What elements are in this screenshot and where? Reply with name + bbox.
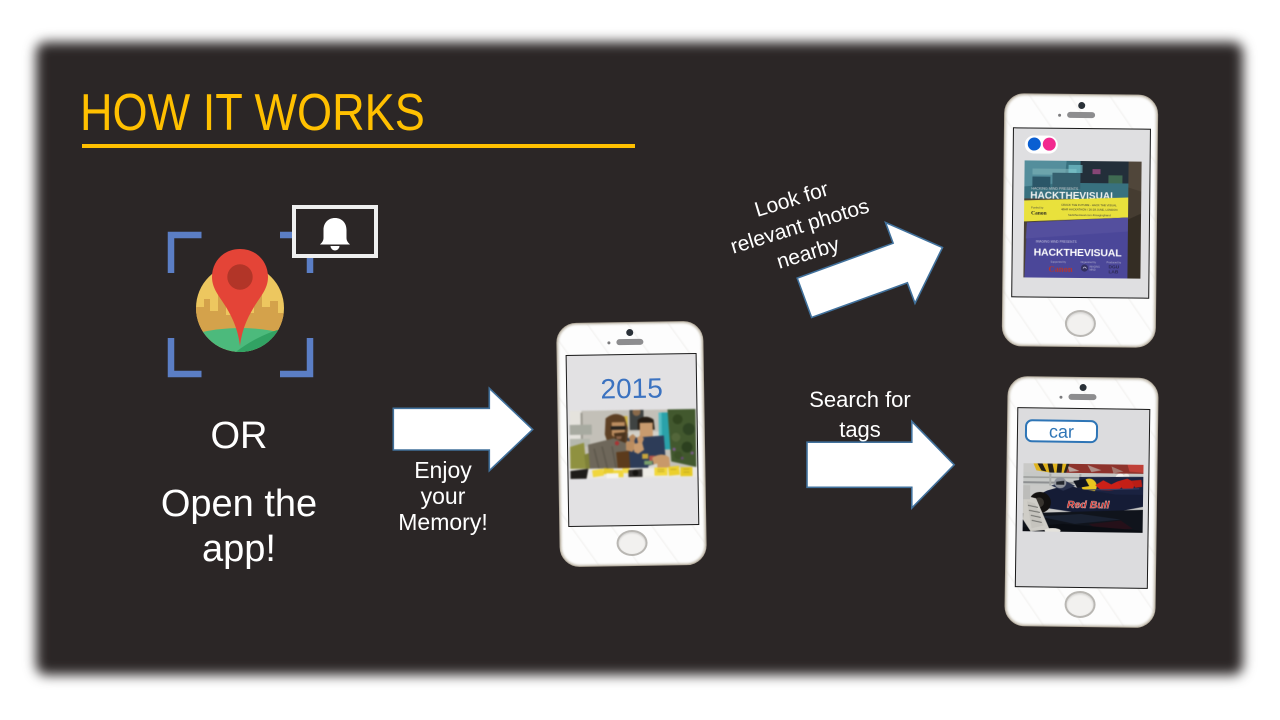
svg-text:IMAGING: IMAGING [1089, 266, 1100, 269]
svg-text:Fueled by: Fueled by [1031, 205, 1044, 209]
svg-text:48HR HACKATHON / 26-28 JUNE, L: 48HR HACKATHON / 26-28 JUNE, LONDON [1061, 207, 1117, 212]
svg-text:IMAGING MIND PRESENTS: IMAGING MIND PRESENTS [1036, 240, 1077, 244]
svg-text:hackthevisual.com #imaginghan: hackthevisual.com #imaginghand [1068, 213, 1111, 217]
svg-text:Supported by: Supported by [1051, 260, 1067, 264]
svg-text:HACKTHEVISUAL: HACKTHEVISUAL [1034, 247, 1123, 260]
svg-text:MIND: MIND [1089, 269, 1095, 272]
svg-text:Red Bull: Red Bull [1067, 499, 1111, 512]
svg-text:Produced by: Produced by [1107, 260, 1122, 264]
svg-text:LAB: LAB [1108, 269, 1118, 275]
svg-text:CRACK THE FUTURE - HACK THE VI: CRACK THE FUTURE - HACK THE VISUAL [1061, 203, 1117, 208]
svg-text:Organized by: Organized by [1081, 260, 1097, 264]
svg-text:Canon: Canon [1031, 210, 1047, 216]
svg-text:HACKTHEVISUAL: HACKTHEVISUAL [1030, 190, 1116, 202]
svg-text:HACKING MIND PRESENTS: HACKING MIND PRESENTS [1031, 186, 1079, 190]
svg-text:Canon: Canon [1048, 264, 1072, 274]
svg-text:DGU: DGU [1108, 264, 1119, 270]
